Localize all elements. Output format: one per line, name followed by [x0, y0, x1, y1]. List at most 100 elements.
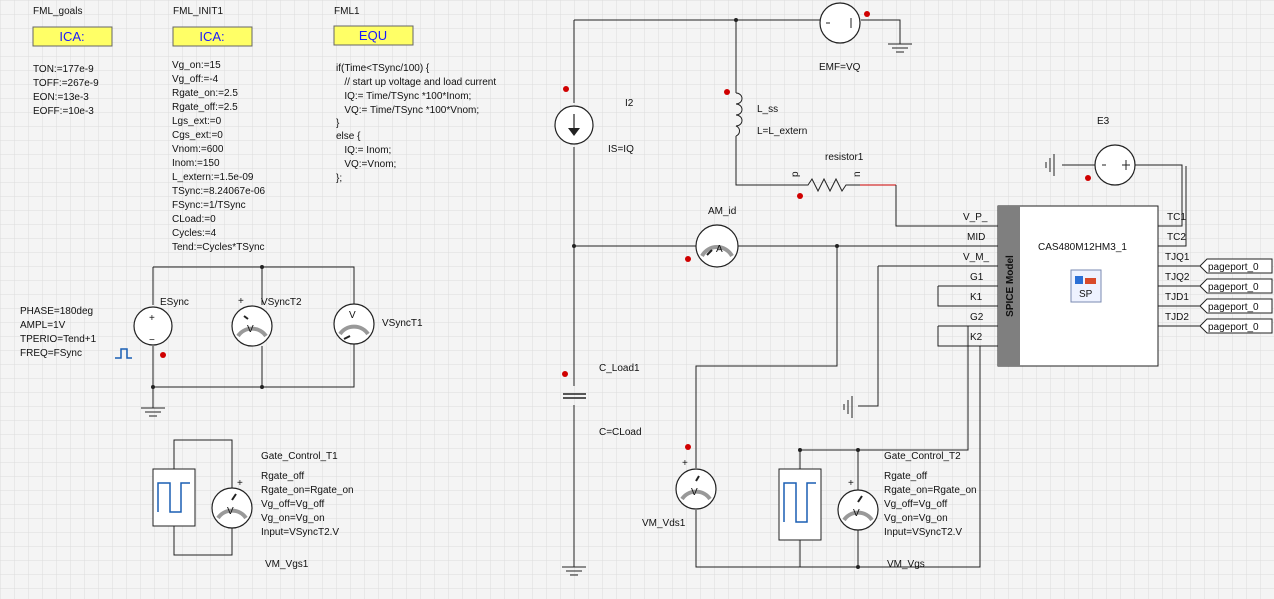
spice-pin-right: TJQ2	[1165, 272, 1190, 283]
fml-init1-param: Rgate_off:=2.5	[172, 102, 238, 113]
gate-t2-param: Vg_on=Vg_on	[884, 513, 948, 524]
gate-t1-name: Gate_Control_T1	[261, 451, 338, 462]
square-wave-icon	[115, 348, 132, 359]
fml-init1-block[interactable]: FML_INIT1 ICA: Vg_on:=15 Vg_off:=-4 Rgat…	[172, 6, 266, 253]
fml1-title: FML1	[334, 6, 360, 17]
i2-current-source[interactable]: I2 IS=IQ	[554, 86, 634, 155]
plus-sign: +	[149, 313, 155, 324]
fml-goals-param: EON:=13e-3	[33, 92, 89, 103]
fml-init1-param: Inom:=150	[172, 158, 220, 169]
probe-marker	[562, 371, 568, 377]
l-ss-value: L=L_extern	[757, 126, 807, 137]
gate-t1-param: Vg_off=Vg_off	[261, 499, 325, 510]
vsynct2-meter[interactable]: V + VSyncT2	[231, 296, 302, 347]
probe-marker	[797, 193, 803, 199]
emf-name: EMF=VQ	[819, 62, 861, 73]
esync-param: TPERIO=Tend+1	[20, 334, 97, 345]
fml-init1-title: FML_INIT1	[173, 6, 223, 17]
voltmeter-symbol: V	[247, 324, 254, 335]
spice-model-block[interactable]: SPICE Model CAS480M12HM3_1 SP V_P_ MID V…	[963, 205, 1200, 367]
e3-source[interactable]: E3	[1085, 116, 1136, 186]
pageport-label: pageport_0	[1208, 282, 1259, 293]
l-ss-inductor[interactable]: L_ss L=L_extern	[724, 89, 807, 137]
spice-icon-label: SP	[1079, 289, 1093, 300]
spice-model-name: CAS480M12HM3_1	[1038, 242, 1127, 253]
gate-t1-param: Vg_on=Vg_on	[261, 513, 325, 524]
spice-pin-right: TJD1	[1165, 292, 1189, 303]
pageport-tag[interactable]	[1199, 318, 1273, 334]
fml1-code-line: if(Time<TSync/100) {	[336, 63, 430, 74]
fml1-box[interactable]	[333, 25, 414, 46]
fml1-code-line: // start up voltage and load current	[336, 77, 496, 88]
voltmeter-icon	[231, 305, 273, 347]
resistor1[interactable]: resistor1 p n	[790, 152, 864, 199]
c-load1-capacitor[interactable]: C_Load1 C=CLoad	[562, 363, 642, 438]
fml-init1-param: Cycles:=4	[172, 228, 217, 239]
c-load1-value: C=CLoad	[599, 427, 642, 438]
voltmeter-symbol: V	[227, 506, 234, 517]
esync-name: ESync	[160, 297, 189, 308]
fml1-block[interactable]: FML1 EQU if(Time<TSync/100) { // start u…	[333, 6, 496, 184]
voltage-source-icon	[1094, 144, 1136, 186]
esync-param: PHASE=180deg	[20, 306, 93, 317]
spice-pin-left: V_P_	[963, 212, 988, 223]
resistor1-name: resistor1	[825, 152, 864, 163]
inductor-icon	[735, 92, 743, 137]
e3-name: E3	[1097, 116, 1110, 127]
pageport-tag[interactable]	[1199, 278, 1273, 294]
emf-source[interactable]: EMF=VQ	[819, 2, 870, 73]
spice-pin-left: G2	[970, 312, 984, 323]
probe-marker	[685, 444, 691, 450]
voltmeter-symbol: V	[349, 310, 356, 321]
fml1-code-line: VQ:= Time/TSync *100*Vnom;	[336, 105, 479, 116]
pageport-label: pageport_0	[1208, 302, 1259, 313]
pageport-label: pageport_0	[1208, 262, 1259, 273]
fml-init1-box-label: ICA:	[199, 29, 224, 44]
pageport-group[interactable]: pageport_0 pageport_0 pageport_0 pagepor…	[1199, 258, 1273, 334]
esync-param: FREQ=FSync	[20, 348, 82, 359]
gate-control-t1[interactable]: V + Gate_Control_T1 Rgate_off Rgate_on=R…	[152, 439, 354, 570]
spice-pin-left: V_M_	[963, 252, 990, 263]
fml-init1-param: Rgate_on:=2.5	[172, 88, 238, 99]
gate-control-t2[interactable]: V + Gate_Control_T2 Rgate_off Rgate_on=R…	[778, 449, 977, 570]
resistor-icon	[793, 177, 860, 193]
fml1-code-line: IQ:= Time/TSync *100*Inom;	[336, 91, 471, 102]
am-id-ammeter[interactable]: A AM_id	[685, 206, 739, 268]
spice-pin-right: TJD2	[1165, 312, 1189, 323]
pageport-label: pageport_0	[1208, 322, 1259, 333]
vsynct1-meter[interactable]: V VSyncT1	[333, 303, 423, 345]
plus-sign: +	[848, 478, 854, 489]
pulse-wave-icon	[783, 482, 816, 523]
vm-vds1-meter[interactable]: V + VM_Vds1	[642, 444, 717, 529]
gate-t2-name: Gate_Control_T2	[884, 451, 961, 462]
probe-marker	[724, 89, 730, 95]
minus-sign: −	[149, 335, 155, 346]
fml-init1-param: Vg_on:=15	[172, 60, 221, 71]
i2-name: I2	[625, 98, 634, 109]
am-id-name: AM_id	[708, 206, 736, 217]
fml-init1-param: Lgs_ext:=0	[172, 116, 222, 127]
spice-pin-left: K2	[970, 332, 983, 343]
fml-init1-box[interactable]	[172, 26, 253, 47]
fml-init1-param: TSync:=8.24067e-06	[172, 186, 266, 197]
pageport-tag[interactable]	[1199, 258, 1273, 274]
fml-goals-box[interactable]	[32, 26, 113, 47]
voltmeter-icon	[675, 468, 717, 510]
gate-t2-param: Rgate_on=Rgate_on	[884, 485, 977, 496]
fml1-code-line: };	[336, 173, 342, 184]
fml-init1-param: Vg_off:=-4	[172, 74, 219, 85]
fml-goals-box-label: ICA:	[59, 29, 84, 44]
fml1-code-line: IQ:= Inom;	[336, 145, 391, 156]
fml-goals-block[interactable]: FML_goals ICA: TON:=177e-9 TOFF:=267e-9 …	[32, 6, 113, 117]
spice-pin-right: TC2	[1167, 232, 1186, 243]
probe-marker	[685, 256, 691, 262]
esync-param: AMPL=1V	[20, 320, 66, 331]
fml-goals-param: TON:=177e-9	[33, 64, 94, 75]
pageport-tag[interactable]	[1199, 298, 1273, 314]
fml-init1-param: Cgs_ext:=0	[172, 130, 223, 141]
esync-source[interactable]: + − ESync PHASE=180deg AMPL=1V TPERIO=Te…	[20, 297, 189, 359]
pulse-block	[778, 468, 822, 541]
c-load1-name: C_Load1	[599, 363, 640, 374]
fml1-code-line: else {	[336, 131, 361, 142]
